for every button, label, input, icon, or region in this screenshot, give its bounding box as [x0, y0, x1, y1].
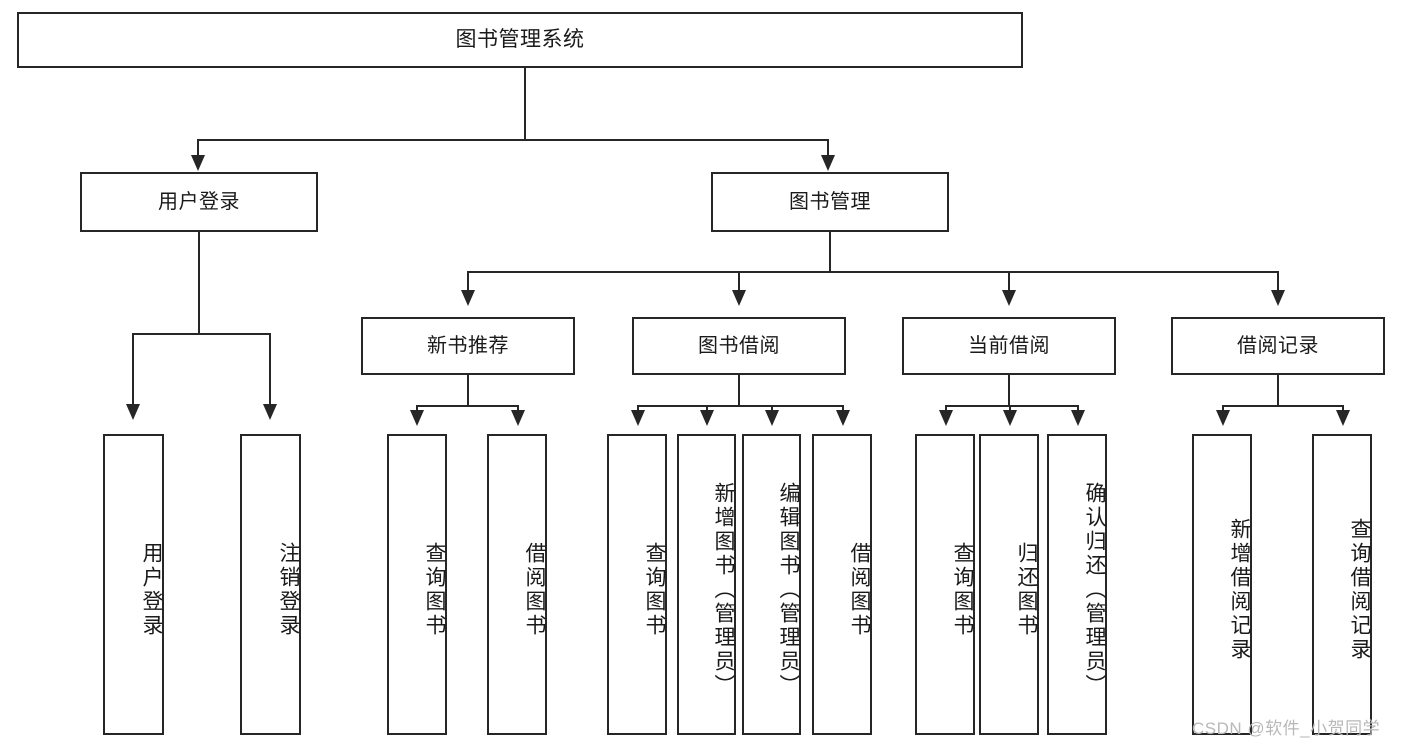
- arrow-user-login-leaf-0: [126, 404, 140, 420]
- node-label: 查询借阅记录: [1348, 517, 1371, 662]
- connector-book-borrow-bus: [637, 405, 844, 407]
- node-label: 用户登录: [140, 541, 163, 638]
- connector-book-manage-stem: [829, 232, 831, 272]
- connector-new-book-leaf-0: [416, 405, 418, 411]
- node-label: 借阅记录: [1237, 335, 1319, 357]
- node-label: 新增图书（管理员）: [712, 481, 735, 698]
- node-label: 注销登录: [277, 541, 300, 638]
- arrow-borrow-record-leaf-1: [1336, 410, 1350, 426]
- connector-user-login-leaf-1: [269, 333, 271, 405]
- connector-to-borrow-record: [1277, 271, 1279, 291]
- arrow-to-borrow-record: [1271, 290, 1285, 306]
- node-label: 借阅图书: [523, 541, 546, 638]
- node-label: 图书借阅: [698, 335, 780, 357]
- connector-borrow-record-bus: [1222, 405, 1344, 407]
- arrow-to-book-borrow: [732, 290, 746, 306]
- connector-new-book-leaf-1: [517, 405, 519, 411]
- node-label: 图书管理系统: [455, 28, 585, 52]
- connector-level3-bus: [467, 271, 1278, 273]
- node-label: 图书管理: [789, 191, 871, 213]
- arrow-user-login-leaf-1: [263, 404, 277, 420]
- node-label: 用户登录: [158, 191, 240, 213]
- node-label: 查询图书: [423, 541, 446, 638]
- arrow-to-new-book: [461, 290, 475, 306]
- connector-current-borrow-stem: [1008, 375, 1010, 406]
- watermark-text: CSDN @软件_小贺同学: [1192, 719, 1381, 738]
- connector-root-stem: [524, 68, 526, 140]
- leaf-book-borrow-2[interactable]: 编辑图书（管理员）: [742, 434, 801, 735]
- leaf-current-borrow-2[interactable]: 确认归还（管理员）: [1047, 434, 1107, 735]
- arrow-to-book-manage: [821, 155, 835, 171]
- leaf-borrow-record-1[interactable]: 查询借阅记录: [1312, 434, 1372, 735]
- arrow-to-current-borrow: [1002, 290, 1016, 306]
- connector-new-book-bus: [416, 405, 519, 407]
- node-label: 新增借阅记录: [1228, 517, 1251, 662]
- connector-borrow-record-leaf-0: [1222, 405, 1224, 411]
- leaf-current-borrow-1[interactable]: 归还图书: [979, 434, 1039, 735]
- connector-borrow-record-leaf-1: [1342, 405, 1344, 411]
- node-label: 归还图书: [1015, 541, 1038, 638]
- arrow-book-borrow-leaf-1: [700, 410, 714, 426]
- connector-current-borrow-leaf-0: [945, 405, 947, 411]
- leaf-book-borrow-0[interactable]: 查询图书: [607, 434, 667, 735]
- connector-user-login-leaf-0: [132, 333, 134, 405]
- arrow-borrow-record-leaf-0: [1216, 410, 1230, 426]
- arrow-current-borrow-leaf-1: [1003, 410, 1017, 426]
- connector-book-borrow-leaf-0: [637, 405, 639, 411]
- node-label: 查询图书: [951, 541, 974, 638]
- node-borrow-record[interactable]: 借阅记录: [1171, 317, 1385, 375]
- node-user-login[interactable]: 用户登录: [80, 172, 318, 232]
- connector-to-book-manage: [827, 139, 829, 157]
- connector-to-current-borrow: [1008, 271, 1010, 291]
- arrow-book-borrow-leaf-0: [631, 410, 645, 426]
- arrow-current-borrow-leaf-2: [1071, 410, 1085, 426]
- connector-level2-bus: [197, 139, 827, 141]
- connector-book-borrow-stem: [738, 375, 740, 406]
- arrow-current-borrow-leaf-0: [939, 410, 953, 426]
- connector-to-book-borrow: [738, 271, 740, 291]
- node-book-borrow[interactable]: 图书借阅: [632, 317, 846, 375]
- node-label: 确认归还（管理员）: [1083, 481, 1106, 698]
- leaf-new-book-1[interactable]: 借阅图书: [487, 434, 547, 735]
- leaf-new-book-0[interactable]: 查询图书: [387, 434, 447, 735]
- leaf-user-login-0[interactable]: 用户登录: [103, 434, 164, 735]
- leaf-borrow-record-0[interactable]: 新增借阅记录: [1192, 434, 1252, 735]
- connector-to-user-login: [197, 139, 199, 157]
- connector-user-login-stem: [198, 232, 200, 334]
- node-new-book-recommend[interactable]: 新书推荐: [361, 317, 575, 375]
- node-current-borrow[interactable]: 当前借阅: [902, 317, 1116, 375]
- connector-new-book-stem: [467, 375, 469, 406]
- connector-user-login-bus: [132, 333, 271, 335]
- leaf-book-borrow-3[interactable]: 借阅图书: [812, 434, 872, 735]
- node-label: 当前借阅: [968, 335, 1050, 357]
- csdn-watermark: CSDN @软件_小贺同学: [1192, 714, 1380, 739]
- connector-to-new-book: [467, 271, 469, 291]
- connector-book-borrow-leaf-1: [706, 405, 708, 411]
- leaf-book-borrow-1[interactable]: 新增图书（管理员）: [677, 434, 736, 735]
- node-book-manage[interactable]: 图书管理: [711, 172, 949, 232]
- arrow-book-borrow-leaf-3: [836, 410, 850, 426]
- connector-book-borrow-leaf-3: [842, 405, 844, 411]
- leaf-user-login-1[interactable]: 注销登录: [240, 434, 301, 735]
- connector-current-borrow-bus: [945, 405, 1079, 407]
- node-label: 新书推荐: [427, 335, 509, 357]
- connector-borrow-record-stem: [1277, 375, 1279, 406]
- leaf-current-borrow-0[interactable]: 查询图书: [915, 434, 975, 735]
- arrow-book-borrow-leaf-2: [765, 410, 779, 426]
- connector-current-borrow-leaf-1: [1009, 405, 1011, 411]
- arrow-new-book-leaf-0: [410, 410, 424, 426]
- node-root-library-system[interactable]: 图书管理系统: [17, 12, 1023, 68]
- connector-book-borrow-leaf-2: [771, 405, 773, 411]
- arrow-to-user-login: [191, 155, 205, 171]
- node-label: 借阅图书: [848, 541, 871, 638]
- arrow-new-book-leaf-1: [511, 410, 525, 426]
- node-label: 查询图书: [643, 541, 666, 638]
- connector-current-borrow-leaf-2: [1077, 405, 1079, 411]
- node-label: 编辑图书（管理员）: [777, 481, 800, 698]
